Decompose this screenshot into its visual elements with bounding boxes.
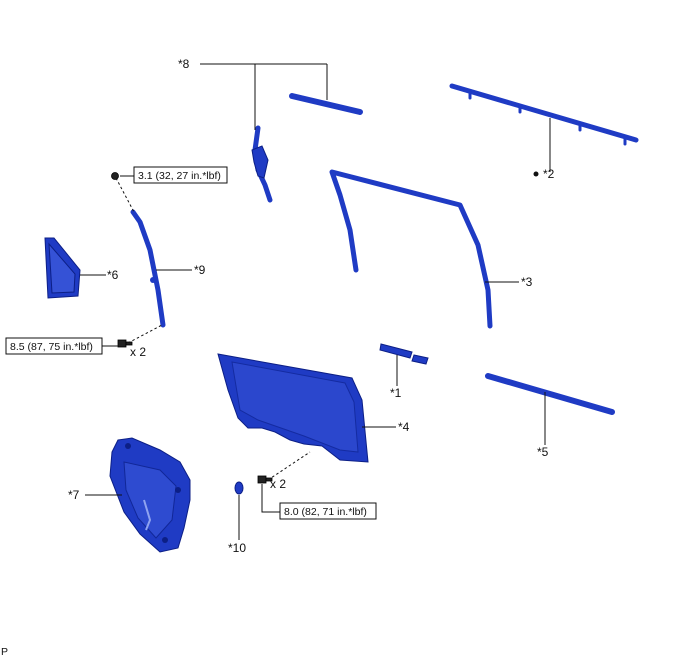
callout-9: *9 [194,263,206,277]
part-5-belt-moulding [485,373,615,415]
callout-3: *3 [521,275,533,289]
torque-spec-bottom: 8.0 (82, 71 in.*lbf) [284,506,367,518]
part-7-window-regulator [109,437,191,553]
part-4-door-glass [217,353,369,463]
bottom-bolt-icon [257,475,273,484]
callout-8: *8 [178,57,190,71]
torque-box-upper [133,166,228,184]
callout-4: *4 [398,420,410,434]
torque-spec-upper: 3.1 (32, 27 in.*lbf) [138,170,221,182]
callout-6: *6 [107,268,119,282]
corner-mark: P [1,646,8,658]
part-6-quarter-glass [44,237,81,299]
upper-screw-icon [111,172,119,180]
part-8-run-channel [251,93,363,203]
torque-box-bottom [279,502,377,520]
left-bolt-dashline [127,324,163,344]
reuse-dot-marker [533,171,539,177]
quantity-bottom: x 2 [270,477,286,491]
upper-screw-dashline [115,177,135,213]
callout-2: *2 [543,167,555,181]
part-9-division-bar [130,209,166,328]
part-2-weatherstrip [449,83,639,146]
part-3-glass-run [329,169,493,329]
callout-8-leaders [200,63,328,130]
left-bolt-icon [117,339,133,348]
quantity-left: x 2 [130,345,146,359]
part-10-clip [234,481,244,495]
callout-7: *7 [68,488,80,502]
callout-10: *10 [228,541,246,555]
part-1-bracket [379,343,429,365]
bottom-bolt-dashline [267,451,311,481]
callout-5: *5 [537,445,549,459]
torque-spec-left: 8.5 (87, 75 in.*lbf) [10,341,93,353]
callout-1: *1 [390,386,402,400]
